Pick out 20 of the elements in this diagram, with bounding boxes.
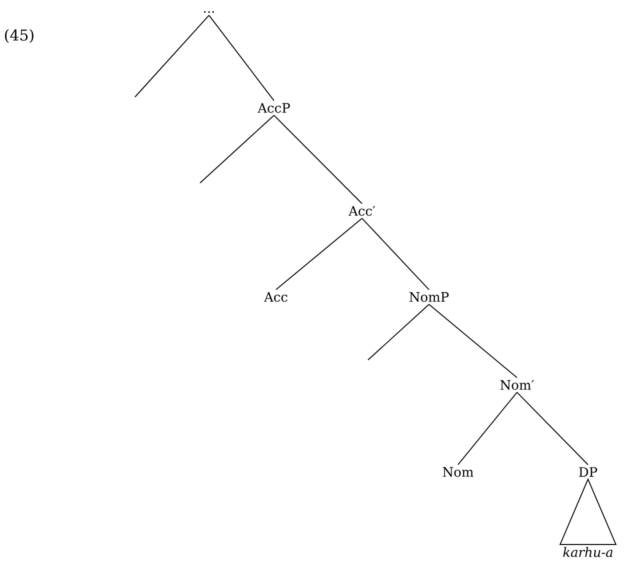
tree-label: ... [204, 11, 214, 13]
branch-line [458, 392, 518, 466]
branch-line [200, 114, 274, 184]
tree-label: NomP [410, 292, 449, 302]
tree-label: Nom [442, 467, 474, 477]
tree-label: Acc′ [348, 206, 376, 216]
branch-line [208, 14, 274, 102]
tree-label: DP [579, 467, 598, 477]
branch-line [274, 114, 362, 204]
tree-label: AccP [258, 103, 290, 113]
tree-label: Nom′ [500, 380, 534, 390]
branch-line [428, 304, 518, 378]
branch-line [368, 304, 430, 360]
branch-line [362, 218, 430, 290]
example-number: (45) [5, 29, 34, 43]
tree-label: karhu-a [563, 546, 612, 558]
branch-line [134, 14, 210, 98]
branch-line [276, 218, 362, 290]
branch-line [516, 392, 588, 466]
tree-label: Acc [264, 292, 288, 302]
